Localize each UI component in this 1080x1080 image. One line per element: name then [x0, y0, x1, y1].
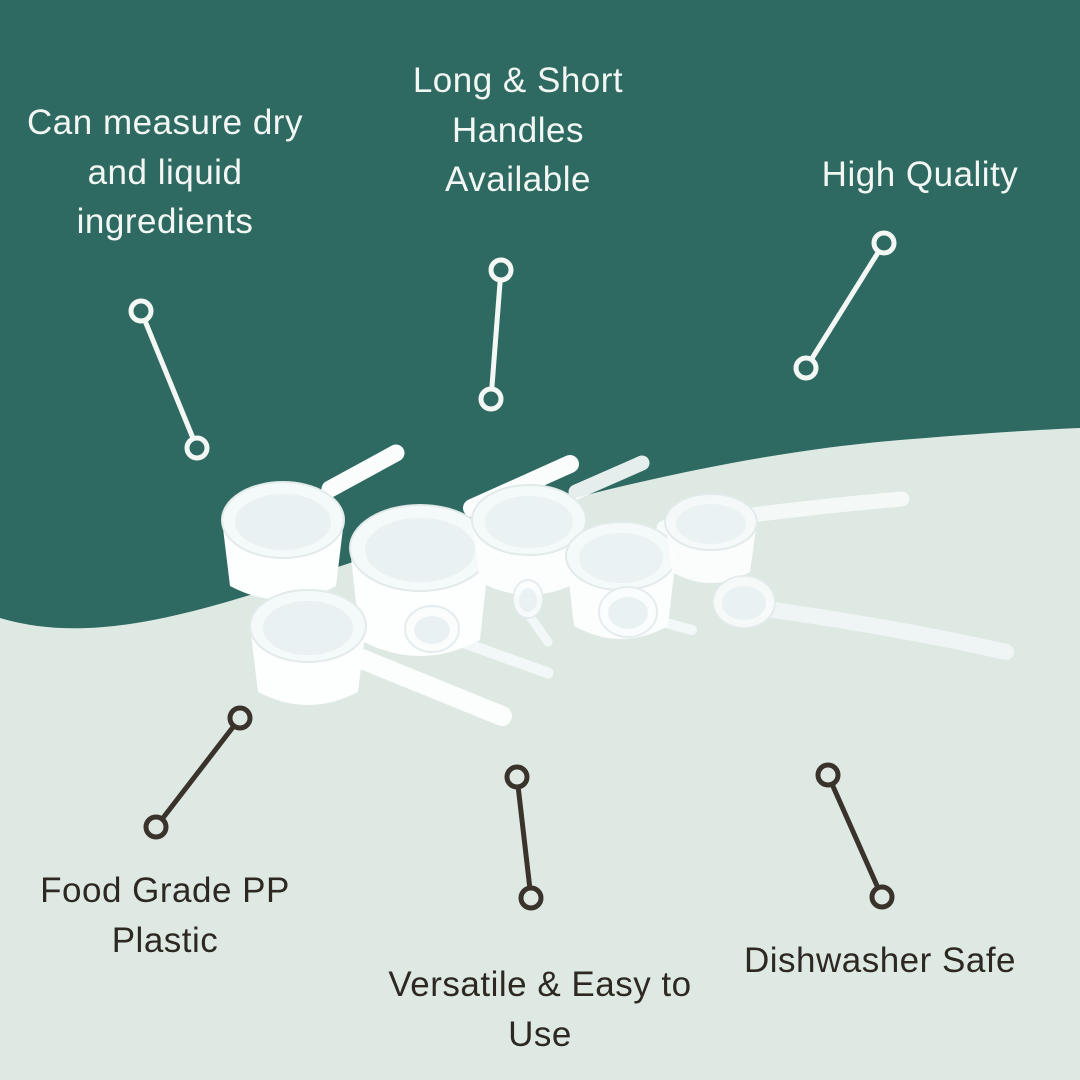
callout-label-measure-ingredients: Can measure dry and liquid ingredients [27, 103, 303, 242]
connector-bottom-center [504, 764, 544, 911]
connector-bottom-right [815, 762, 895, 910]
measuring-spoon [512, 579, 544, 619]
callout-label-handles: Long & Short Handles Available [412, 61, 624, 200]
connector-top-left [128, 298, 210, 461]
connector-bottom-left [143, 705, 253, 840]
measuring-cup [471, 484, 587, 595]
measuring-cup [221, 481, 345, 600]
measuring-spoon [598, 586, 658, 638]
measuring-spoon [404, 605, 460, 653]
callout-label-food-grade: Food Grade PP Plastic [40, 871, 290, 960]
scoop-handles-long [342, 491, 1014, 726]
measuring-cup [664, 493, 758, 583]
connector-top-center [478, 257, 514, 412]
callout-label-high-quality: High Quality [821, 155, 1019, 194]
callout-label-versatile: Versatile & Easy to Use [388, 965, 692, 1054]
measuring-spoon [712, 575, 776, 629]
callout-label-dishwasher-safe: Dishwasher Safe [743, 941, 1017, 980]
measuring-cup [249, 589, 367, 705]
connector-top-right [793, 230, 897, 381]
